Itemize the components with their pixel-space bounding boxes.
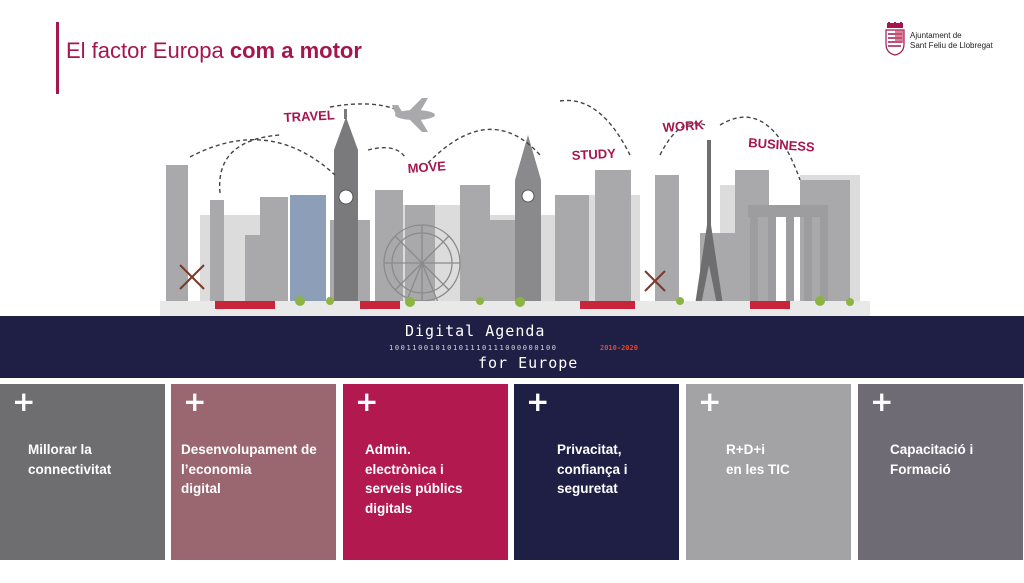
word-study: STUDY: [571, 146, 616, 163]
plus-icon: +: [698, 385, 722, 418]
card-e-government[interactable]: + Admin. electrònica i serveis públics d…: [343, 384, 508, 560]
card-digital-economy[interactable]: + Desenvolupament de l’economia digital: [171, 384, 336, 560]
word-work: WORK: [662, 117, 705, 135]
priority-cards: + Millorar la connectivitat + Desenvolup…: [0, 384, 1024, 560]
plus-icon: +: [870, 385, 894, 418]
card-label: Privacitat, confiança i seguretat: [557, 442, 628, 496]
airplane-icon: [392, 98, 435, 132]
card-label: Desenvolupament de l’economia digital: [181, 442, 317, 496]
card-rdi-ict[interactable]: + R+D+i en les TIC: [686, 384, 851, 560]
european-skyline-illustration: TRAVEL MOVE STUDY WORK BUSINESS: [160, 95, 870, 317]
digital-agenda-subtitle: for Europe: [478, 354, 579, 372]
plus-icon: +: [355, 385, 379, 418]
card-label: Millorar la connectivitat: [28, 442, 112, 477]
municipal-logo[interactable]: Ajuntament de Sant Feliu de Llobregat: [884, 22, 1016, 58]
plus-icon: +: [12, 385, 36, 418]
digital-agenda-binary: 10011001010101110111000000100: [389, 344, 558, 352]
word-move: MOVE: [407, 158, 447, 176]
card-label: R+D+i en les TIC: [726, 442, 790, 477]
card-connectivity[interactable]: + Millorar la connectivitat: [0, 384, 165, 560]
digital-agenda-title: Digital Agenda: [405, 322, 546, 340]
plus-icon: +: [183, 385, 207, 418]
word-travel: TRAVEL: [283, 107, 335, 125]
logo-text: Ajuntament de Sant Feliu de Llobregat: [910, 31, 993, 51]
card-label: Admin. electrònica i serveis públics dig…: [365, 442, 463, 516]
title-normal: El factor Europa: [66, 38, 224, 63]
card-training[interactable]: + Capacitació i Formació: [858, 384, 1023, 560]
digital-agenda-years: 2010-2020: [600, 344, 638, 352]
logo-line2: Sant Feliu de Llobregat: [910, 41, 993, 50]
card-label: Capacitació i Formació: [890, 442, 974, 477]
page-title: El factor Europa com a motor: [66, 38, 362, 64]
coat-of-arms-icon: [885, 22, 905, 56]
digital-agenda-banner: Digital Agenda 1001100101010111011100000…: [0, 316, 1024, 378]
logo-line1: Ajuntament de: [910, 31, 962, 40]
card-privacy-security[interactable]: + Privacitat, confiança i seguretat: [514, 384, 679, 560]
word-business: BUSINESS: [748, 135, 816, 155]
title-accent-bar: [56, 22, 59, 94]
title-bold: com a motor: [229, 38, 362, 63]
plus-icon: +: [526, 385, 550, 418]
